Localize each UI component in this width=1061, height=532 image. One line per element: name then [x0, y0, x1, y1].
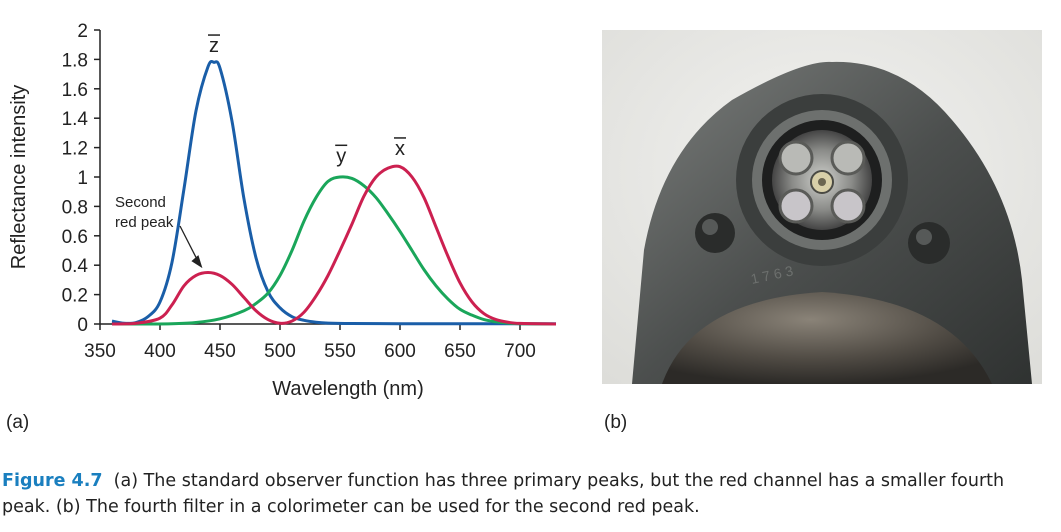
x-axis-title: Wavelength (nm) [272, 378, 424, 400]
x-tick-label: 500 [264, 341, 296, 362]
y-bar-series-line [111, 175, 557, 326]
y-tick-label: 1.8 [62, 50, 88, 71]
y-tick-label: 0.6 [62, 227, 88, 248]
y-tick-label: 1.6 [62, 80, 88, 101]
figure-number: Figure 4.7 [2, 471, 103, 491]
y-tick-label: 1 [77, 168, 88, 189]
annotation-text-line: Second [115, 194, 166, 211]
y-tick-label: 0.2 [62, 286, 88, 307]
standard-observer-chart: 0 0.2 0.4 0.6 0.8 1 1.2 1.4 1.6 1.8 2 350 400 450 500 5… [8, 21, 557, 400]
z-bar-label: z [209, 35, 219, 57]
plot-area: 0 0.2 0.4 0.6 0.8 1 1.2 1.4 1.6 1.8 2 350 400 450 500 5… [8, 21, 557, 400]
x-tick-label: 450 [204, 341, 236, 362]
annotation-arrowhead [191, 255, 203, 269]
y-tick-label: 0.8 [62, 197, 88, 218]
x-tick-label: 550 [324, 341, 356, 362]
annotation-arrow-line [179, 225, 199, 263]
x-bar-label: x [395, 138, 405, 160]
y-tick-label: 1.2 [62, 139, 88, 160]
colorimeter-photo: 1 7 6 3 [602, 30, 1042, 384]
x-tick-label: 650 [444, 341, 476, 362]
x-tick-label: 350 [84, 341, 116, 362]
y-axis-title: Reflectance intensity [8, 85, 30, 270]
y-tick-label: 2 [77, 21, 88, 42]
caption-text: (a) The standard observer function has t… [2, 471, 1005, 517]
y-bar-label: y [336, 145, 346, 167]
x-tick-label: 400 [144, 341, 176, 362]
panel-label-b: (b) [604, 412, 628, 433]
panel-label-a: (a) [6, 412, 30, 433]
figure-caption: Figure 4.7 (a) The standard observer fun… [2, 468, 1052, 520]
x-tick-label: 700 [504, 341, 536, 362]
z-bar-series-line [111, 59, 556, 326]
x-tick-label: 600 [384, 341, 416, 362]
y-tick-label: 1.4 [62, 109, 89, 130]
annotation-text-line: red peak [115, 214, 174, 231]
bottom-lens [662, 292, 992, 384]
y-tick-label: 0.4 [62, 256, 89, 277]
y-tick-label: 0 [77, 315, 88, 336]
x-bar-series-line [111, 164, 557, 326]
